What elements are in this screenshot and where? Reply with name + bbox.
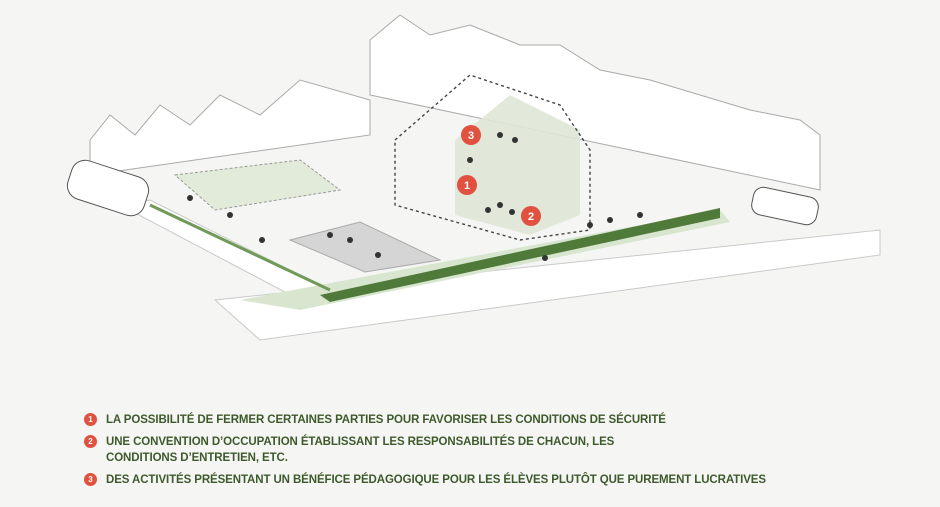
legend: 1 LA POSSIBILITÉ DE FERMER CERTAINES PAR… (84, 412, 804, 494)
number-badge: 3 (84, 473, 97, 486)
marker-2: 2 (521, 206, 541, 226)
legend-text: DES ACTIVITÉS PRÉSENTANT UN BÉNÉFICE PÉD… (106, 474, 766, 486)
marker-1: 1 (457, 175, 477, 195)
legend-item-2: 2 UNE CONVENTION D’OCCUPATION ÉTABLISSAN… (84, 434, 804, 466)
svg-text:1: 1 (464, 180, 470, 192)
svg-text:2: 2 (528, 211, 534, 223)
number-badge: 1 (84, 413, 97, 426)
row-houses-back-right (369, 14, 821, 191)
school-building (394, 74, 591, 241)
paved-square (288, 221, 442, 273)
bus-left (66, 159, 150, 217)
bus-right (751, 186, 819, 226)
marker-3: 3 (461, 125, 481, 145)
number-badge: 2 (84, 435, 97, 448)
streets (118, 199, 881, 341)
sports-court (173, 159, 342, 211)
people-silhouettes (187, 132, 643, 261)
legend-item-3: 3 DES ACTIVITÉS PRÉSENTANT UN BÉNÉFICE P… (84, 472, 804, 488)
legend-text: UNE CONVENTION D’OCCUPATION ÉTABLISSANT … (106, 436, 615, 464)
legend-item-1: 1 LA POSSIBILITÉ DE FERMER CERTAINES PAR… (84, 412, 804, 428)
row-houses-back-left (89, 79, 371, 176)
legend-text: LA POSSIBILITÉ DE FERMER CERTAINES PARTI… (106, 414, 666, 426)
green-strip (320, 208, 720, 302)
school-site-illustration: 3 1 2 (66, 14, 881, 341)
svg-text:3: 3 (468, 130, 474, 142)
green-strip-left (149, 203, 331, 292)
